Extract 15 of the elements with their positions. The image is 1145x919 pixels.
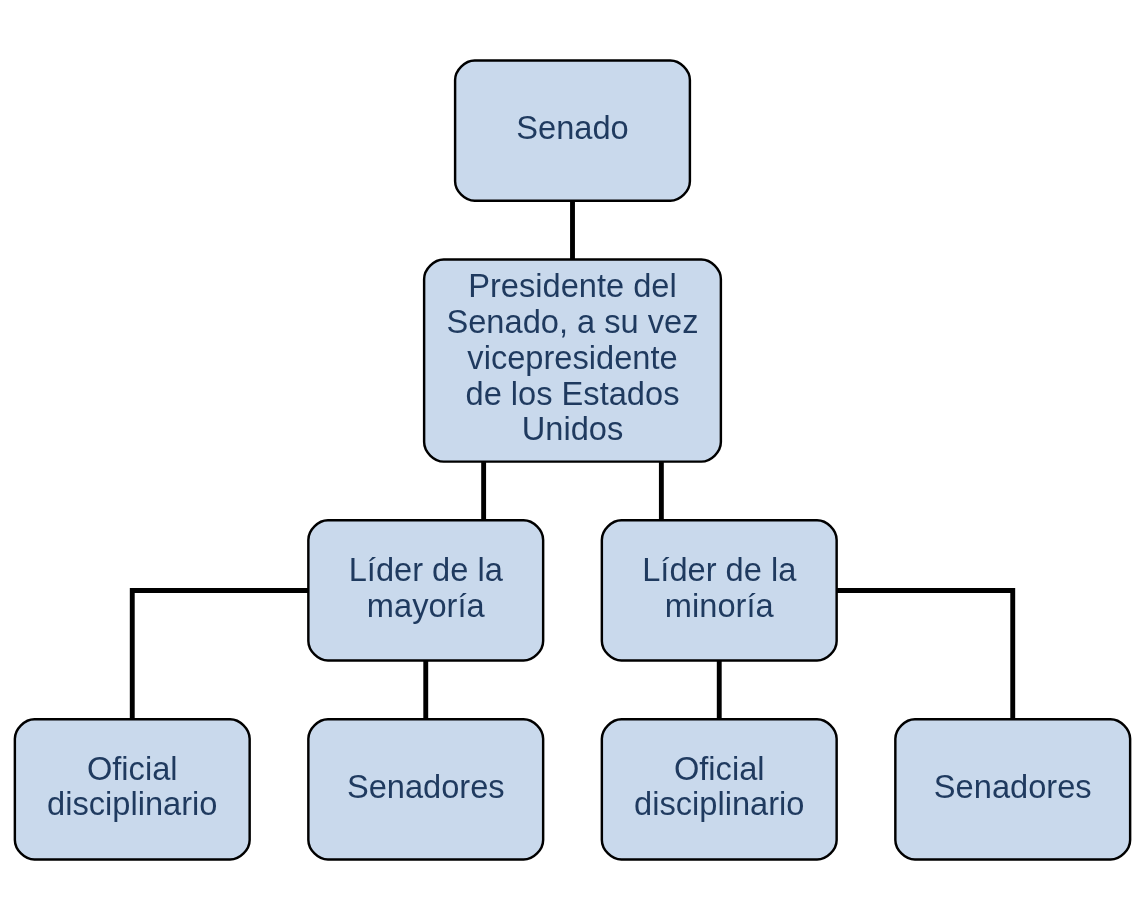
connector — [129, 587, 309, 719]
node-box: Senado — [453, 58, 692, 202]
connector — [481, 461, 487, 520]
connector — [570, 200, 575, 259]
connector — [836, 587, 1016, 719]
node-box: Presidente del Senado, a su vez vicepresidente de los Estados Unidos — [422, 257, 723, 463]
node-box: Senadores — [894, 717, 1132, 861]
node-box: Líder de la mayoría — [307, 518, 545, 662]
node-box: Líder de la minoría — [600, 518, 838, 662]
connector — [423, 660, 429, 719]
node-box: Oficial disciplinario — [600, 717, 838, 861]
node-box: Oficial disciplinario — [13, 717, 251, 861]
node-box: Senadores — [307, 717, 545, 861]
connector — [658, 461, 664, 520]
connector — [716, 660, 722, 719]
